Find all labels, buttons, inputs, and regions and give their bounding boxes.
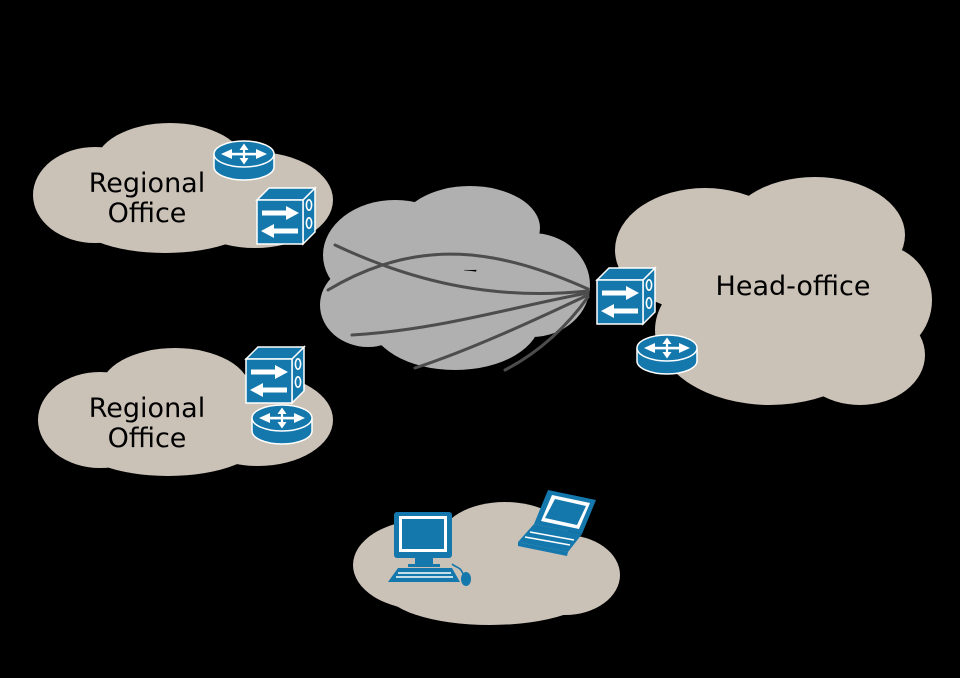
wan-link [503,295,590,372]
switch-icon [256,187,316,245]
regional-office-top-cloud [33,123,333,253]
switch-icon [596,267,656,325]
switch-icon [245,346,305,404]
wan-links [326,243,590,372]
wan-link [326,252,590,292]
wan-link [350,291,590,337]
head-office-cloud [615,177,932,405]
router-icon [636,334,698,375]
head-office-label: Head-office [715,271,871,302]
wan-link [413,293,590,370]
wan-cloud [320,186,590,370]
wan-link [333,243,590,296]
regional-office-top-label: Regional Office [88,168,206,230]
router-icon [251,404,313,445]
regional-office-bottom-label: Regional Office [88,393,206,455]
